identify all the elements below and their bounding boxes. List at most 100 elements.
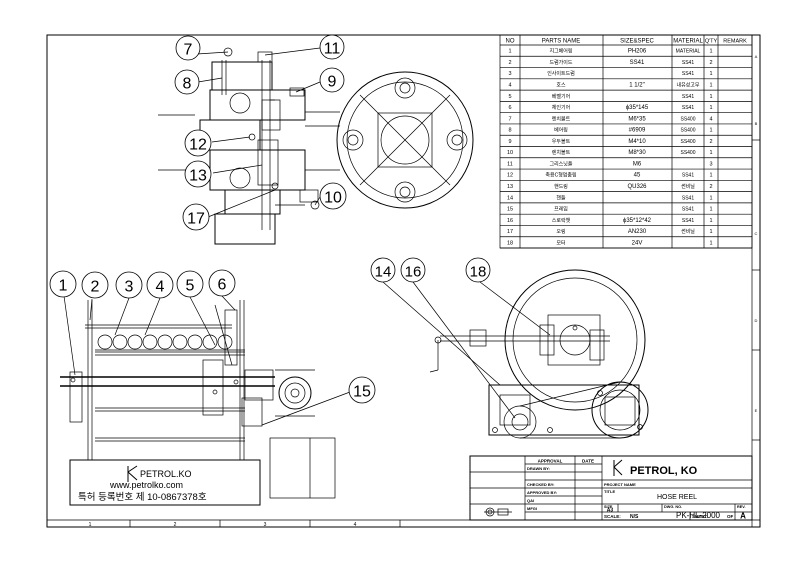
bom-cell-no: 15: [507, 207, 513, 213]
bom-cell-material: SS41: [682, 71, 694, 77]
tb-approval: APPROVAL: [538, 459, 563, 464]
bom-cell-qty: 1: [709, 240, 712, 246]
bom-cell-no: 14: [507, 195, 513, 201]
bom-cell-no: 9: [508, 139, 511, 145]
bom-cell-qty: 1: [709, 195, 712, 201]
bom-cell-no: 6: [508, 105, 511, 111]
tb-sheet: OF: [727, 514, 734, 519]
svg-text:10: 10: [324, 190, 342, 207]
bom-cell-no: 4: [508, 82, 511, 88]
balloon-4: 4: [146, 271, 174, 299]
balloon-3: 3: [115, 271, 143, 299]
frame-col-4: 4: [354, 522, 357, 528]
bom-cell-name: 핸드링: [554, 183, 568, 190]
svg-text:9: 9: [328, 74, 337, 91]
nameplate: PETROL.KO www.petrolko.com 특허 등록번호 제 10-…: [78, 465, 207, 503]
balloon-12: 12: [184, 129, 212, 157]
bom-cell-no: 16: [507, 218, 513, 224]
bom-cell-qty: 1: [709, 218, 712, 224]
bom-cell-qty: 2: [709, 184, 712, 190]
bom-cell-spec: ϕ35*12*42: [623, 218, 652, 224]
bom-cell-no: 11: [507, 161, 513, 167]
svg-text:12: 12: [189, 137, 207, 154]
tb-qai: QAI: [527, 498, 534, 503]
balloon-6: 6: [208, 269, 236, 297]
bom-cell-material: SS41: [682, 60, 694, 66]
balloon-5: 5: [176, 270, 204, 298]
frame-row-a: A: [755, 54, 758, 59]
tb-title: HOSE REEL: [657, 494, 697, 501]
tb-project-name-label: PROJECT NAME: [604, 482, 636, 487]
tb-scale-label: SCALE:: [604, 514, 621, 519]
balloons: 7 8 11 9 12 13 10 17 1 2 3 4 5 6 15 14 1…: [49, 34, 491, 404]
parts-list-table: NO PARTS NAME SIZE&SPEC MATERIAL Q'TY RE…: [499, 34, 753, 249]
bom-cell-spec: 45: [634, 173, 641, 179]
nameplate-url: www.petrolko.com: [109, 480, 183, 490]
bom-cell-material: 썬비닐: [681, 228, 695, 235]
tb-checked-by: CHECKED BY:: [527, 482, 554, 487]
svg-text:2: 2: [91, 279, 100, 296]
bom-cell-name: 축용C형멈춤링: [545, 172, 576, 179]
frame-col-1: 1: [89, 522, 92, 528]
frame-row-c: C: [755, 231, 758, 236]
balloon-10: 10: [319, 182, 347, 210]
balloon-15: 15: [348, 376, 376, 404]
bom-cell-no: 5: [508, 94, 511, 100]
bom-header-spec: SIZE&SPEC: [620, 39, 654, 45]
bom-cell-qty: 1: [709, 71, 712, 77]
bom-cell-spec: M4*10: [628, 139, 646, 145]
tb-date: DATE: [582, 459, 594, 464]
svg-text:13: 13: [189, 168, 207, 185]
bom-cell-qty: 1: [709, 207, 712, 213]
bom-cell-spec: PH206: [628, 49, 647, 55]
tb-title-label: TITLE: [604, 489, 615, 494]
bom-cell-spec: AN230: [628, 229, 647, 235]
bom-cell-qty: 1: [709, 150, 712, 156]
bom-cell-no: 2: [508, 60, 511, 66]
bom-cell-qty: 1: [709, 94, 712, 100]
bom-header-qty: Q'TY: [705, 39, 718, 45]
bom-cell-material: MATERIAL: [676, 49, 701, 55]
svg-text:11: 11: [324, 41, 341, 58]
bom-cell-spec: M6*35: [628, 116, 646, 122]
bom-cell-spec: SS41: [630, 60, 645, 66]
svg-text:4: 4: [156, 279, 165, 296]
bom-cell-material: SS41: [682, 207, 694, 213]
bom-cell-no: 13: [507, 184, 513, 190]
tb-rev-label: REV.: [737, 505, 746, 509]
balloon-14: 14: [370, 257, 396, 283]
bom-cell-name: 우두볼트: [552, 138, 571, 145]
bom-cell-name: 드럼가이드: [549, 59, 572, 66]
bom-cell-no: 17: [507, 229, 513, 235]
bom-cell-spec: 1 1/2": [629, 82, 644, 88]
bom-cell-qty: 1: [709, 82, 712, 88]
bom-cell-spec: QU326: [627, 184, 647, 190]
bom-cell-material: SS41: [682, 94, 694, 100]
bom-header-name: PARTS NAME: [542, 39, 580, 45]
frame-row-d: D: [755, 318, 758, 323]
bom-cell-qty: 1: [709, 229, 712, 235]
bom-cell-name: 베어링: [554, 127, 568, 134]
balloon-1: 1: [49, 270, 77, 298]
table-row: 13 핸드링 QU326 썬비닐 2: [507, 183, 713, 190]
tb-approved-by: APPROVED BY:: [527, 490, 557, 495]
bom-cell-spec: M6: [633, 161, 642, 167]
bom-cell-qty: 2: [709, 139, 712, 145]
tb-dwg-no-label: DWG. NO.: [664, 505, 682, 509]
bom-cell-name: 프레임: [554, 206, 568, 213]
bom-cell-material: 썬비닐: [681, 183, 695, 190]
bom-cell-no: 10: [507, 150, 513, 156]
